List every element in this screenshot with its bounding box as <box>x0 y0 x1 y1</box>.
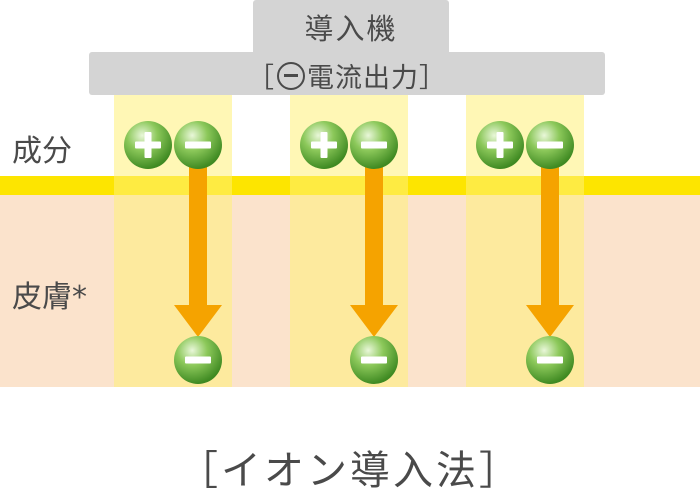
device-head <box>253 0 449 52</box>
plus-ion-2 <box>300 121 348 169</box>
minus-ion-top-1 <box>174 121 222 169</box>
minus-ion-top-3 <box>526 121 574 169</box>
device-subtitle: ［ 電流出力］ <box>89 56 605 95</box>
minus-ion-skin-2 <box>350 336 398 384</box>
method-caption: ［イオン導入法］ <box>178 448 522 494</box>
device-title: 導入機 <box>304 12 398 46</box>
device-electrode <box>89 52 605 95</box>
minus-circle-icon <box>277 62 305 90</box>
minus-ion-top-2 <box>350 121 398 169</box>
migration-arrow-3 <box>526 155 574 337</box>
component-label: 成分 <box>12 134 72 169</box>
minus-ion-skin-1 <box>174 336 222 384</box>
subtitle-bracket-close: ］ <box>419 63 447 94</box>
subtitle-bracket-open: ［ <box>247 63 275 94</box>
migration-arrow-1 <box>174 155 222 337</box>
plus-ion-3 <box>476 121 524 169</box>
skin-label: 皮膚* <box>12 280 87 315</box>
minus-ion-skin-3 <box>526 336 574 384</box>
migration-arrow-2 <box>350 155 398 337</box>
plus-ion-1 <box>124 121 172 169</box>
subtitle-text: 電流出力 <box>307 63 419 94</box>
